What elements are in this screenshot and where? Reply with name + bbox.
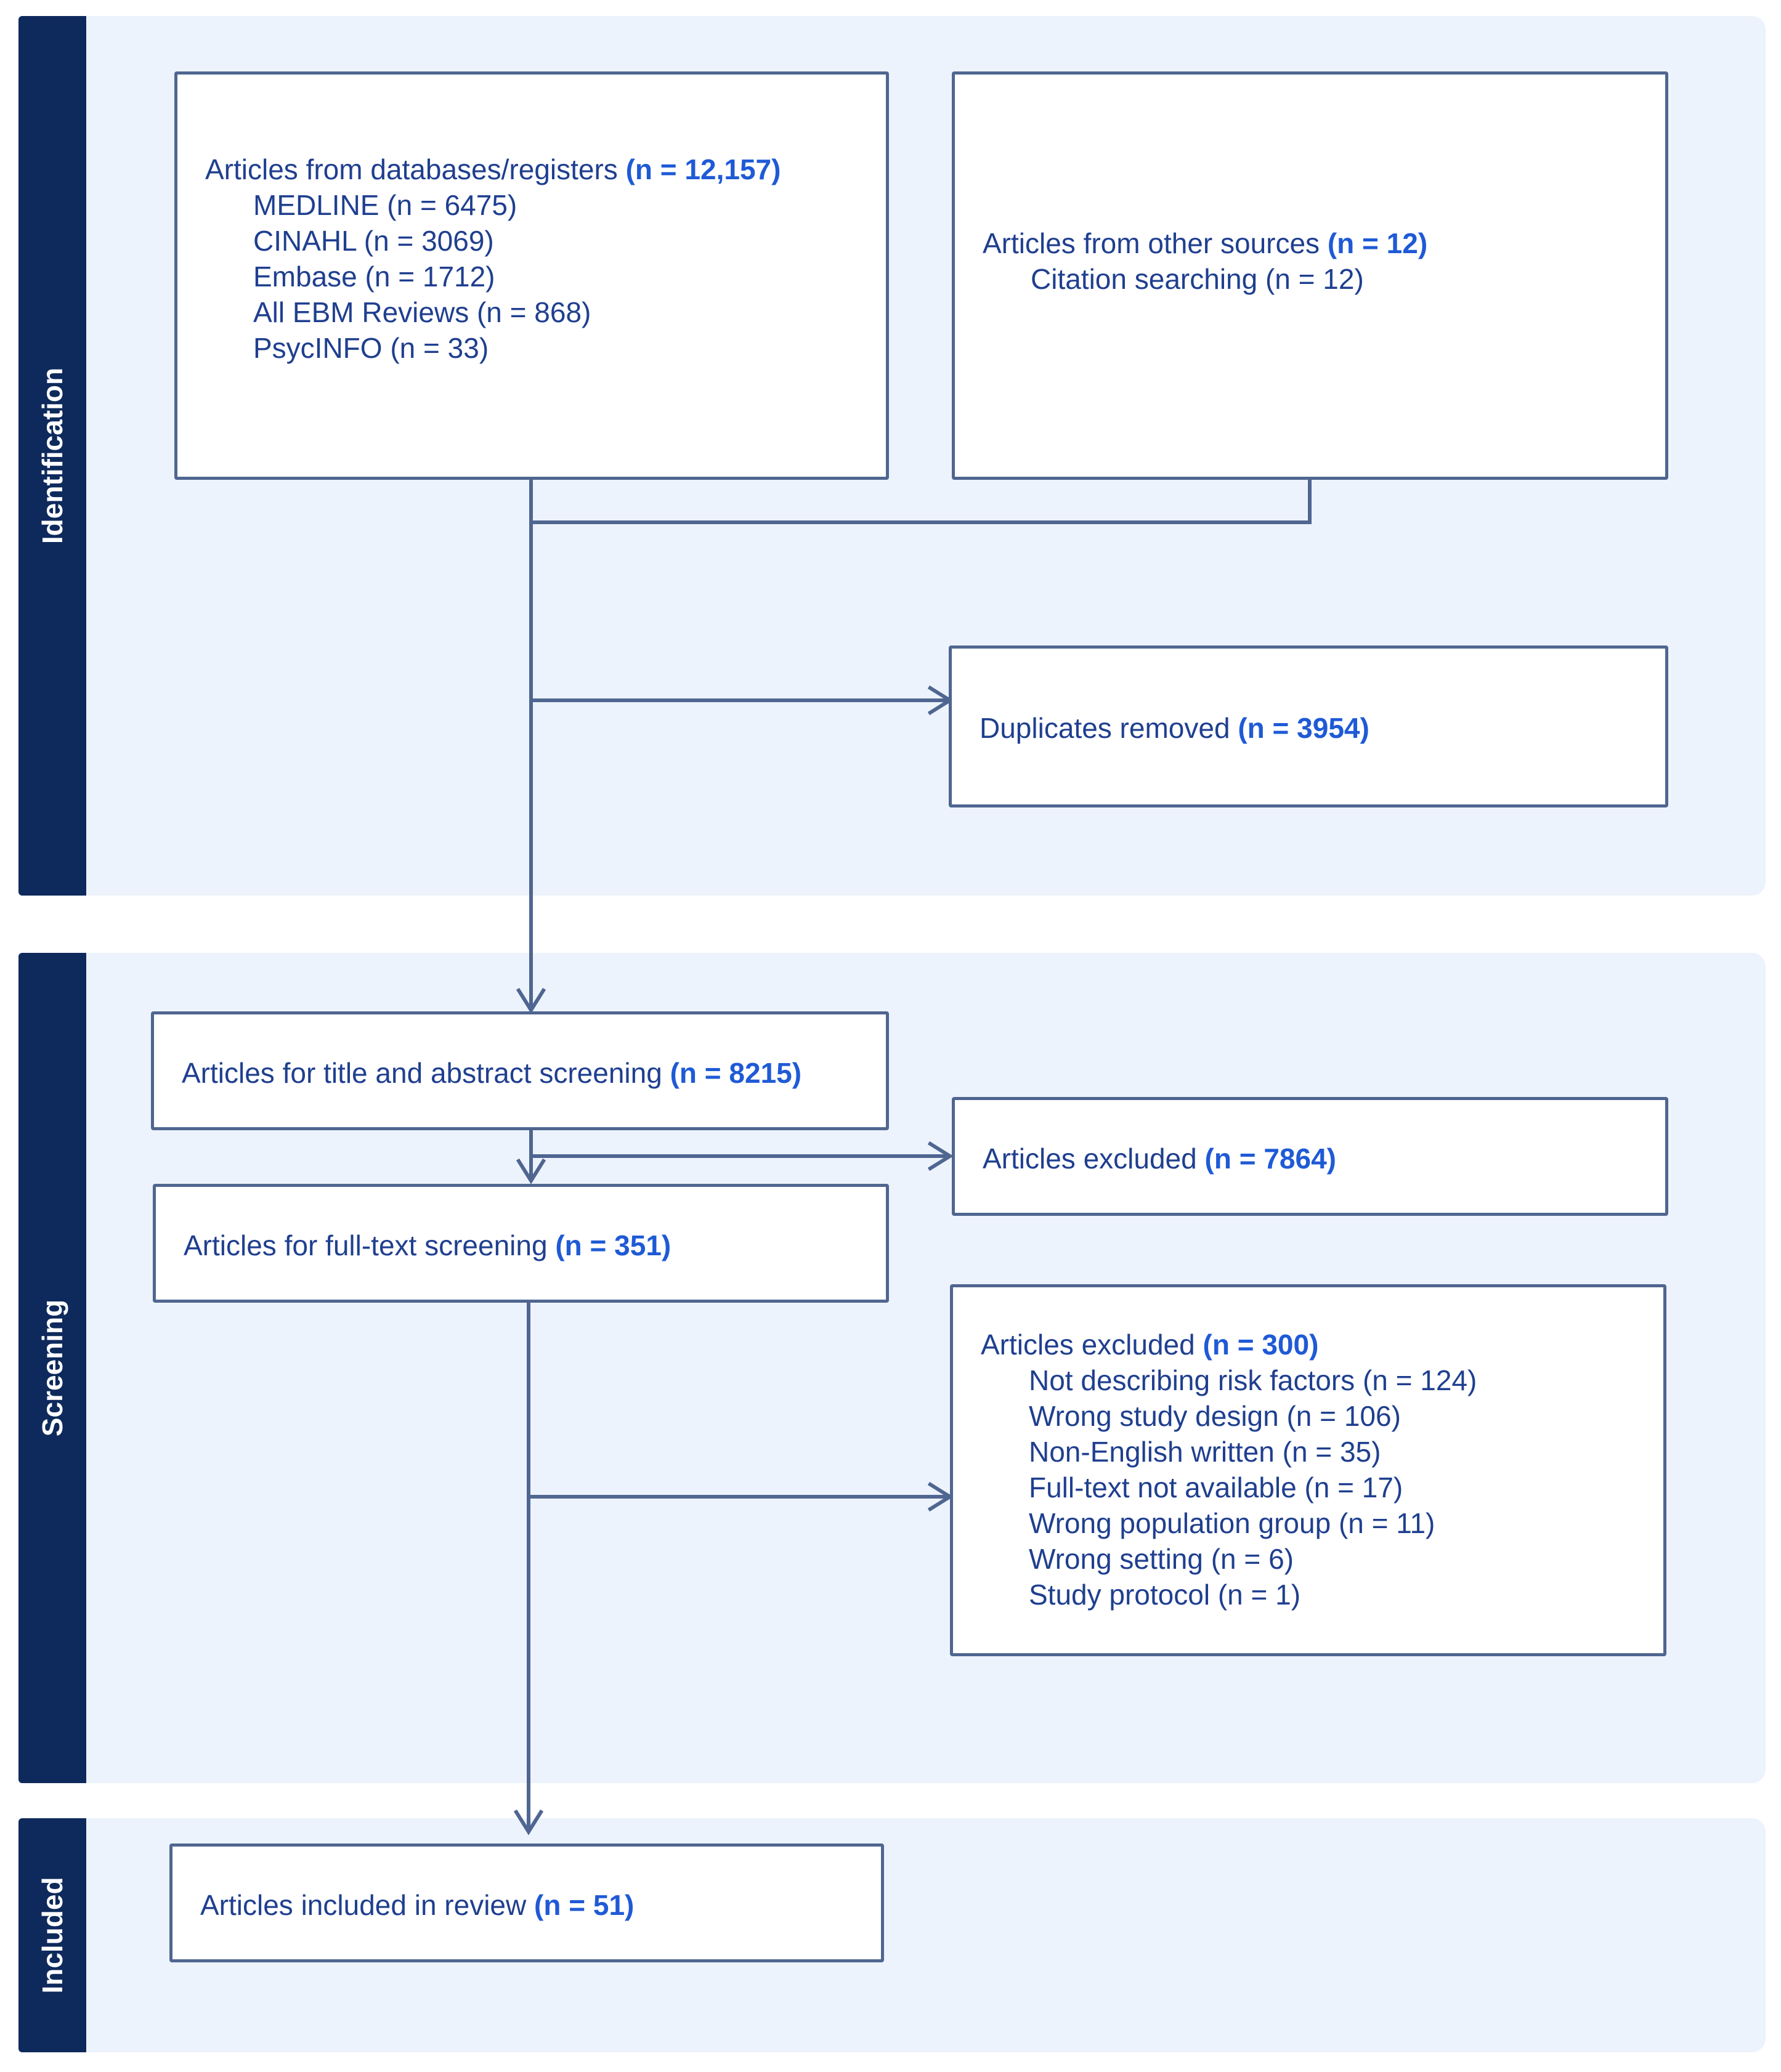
- exclusion-reason-item: Wrong population group (n = 11): [1029, 1507, 1435, 1539]
- database-item: CINAHL (n = 3069): [253, 225, 494, 257]
- title-abstract-heading: Articles for title and abstract screenin…: [182, 1055, 874, 1091]
- arrowhead-full-text: [516, 1158, 546, 1184]
- full-text-count: (n = 351): [555, 1229, 671, 1261]
- full-text-label: Articles for full-text screening: [184, 1229, 556, 1261]
- excluded-2-label: Articles excluded: [981, 1329, 1203, 1361]
- excluded-2-count: (n = 300): [1203, 1329, 1319, 1361]
- excluded-1-box: Articles excluded (n = 7864): [952, 1097, 1668, 1216]
- title-abstract-label: Articles for title and abstract screenin…: [182, 1057, 670, 1089]
- other-sources-count: (n = 12): [1327, 227, 1428, 259]
- database-item: Embase (n = 1712): [253, 261, 495, 293]
- screening-phase-bar: Screening: [18, 953, 86, 1783]
- title-abstract-box: Articles for title and abstract screenin…: [151, 1011, 889, 1130]
- exclusion-reason-item: Wrong setting (n = 6): [1029, 1543, 1294, 1575]
- exclusion-reason-item: Wrong study design (n = 106): [1029, 1400, 1401, 1432]
- exclusion-reason-item: Full-text not available (n = 17): [1029, 1471, 1403, 1503]
- full-text-heading: Articles for full-text screening (n = 35…: [184, 1228, 874, 1263]
- exclusion-reason-item: Not describing risk factors (n = 124): [1029, 1364, 1477, 1396]
- arrowhead-title-abstract: [516, 987, 546, 1014]
- excluded-1-heading: Articles excluded (n = 7864): [983, 1141, 1653, 1176]
- excluded-1-count: (n = 7864): [1204, 1143, 1337, 1175]
- excluded-1-label: Articles excluded: [983, 1143, 1205, 1175]
- duplicates-heading: Duplicates removed (n = 3954): [980, 710, 1653, 746]
- included-review-label: Articles included in review: [200, 1889, 535, 1921]
- database-item: PsycINFO (n = 33): [253, 332, 489, 364]
- database-item: MEDLINE (n = 6475): [253, 189, 517, 221]
- identification-phase-bar: Identification: [18, 16, 86, 896]
- included-review-heading: Articles included in review (n = 51): [200, 1887, 869, 1923]
- arrowhead-excluded-1: [927, 1141, 954, 1172]
- title-abstract-count: (n = 8215): [670, 1057, 802, 1089]
- merge-line-other-sources: [529, 476, 1312, 524]
- included-phase-bar: Included: [18, 1818, 86, 2052]
- other-sources-heading: Articles from other sources (n = 12): [983, 225, 1653, 261]
- databases-count: (n = 12,157): [625, 153, 781, 185]
- databases-heading: Articles from databases/registers (n = 1…: [205, 152, 874, 187]
- full-text-box: Articles for full-text screening (n = 35…: [153, 1184, 889, 1303]
- other-sources-label: Articles from other sources: [983, 227, 1328, 259]
- exclusion-reason-item: Non-English written (n = 35): [1029, 1436, 1381, 1468]
- databases-label: Articles from databases/registers: [205, 153, 626, 185]
- databases-box: Articles from databases/registers (n = 1…: [174, 71, 889, 480]
- included-review-box: Articles included in review (n = 51): [169, 1843, 884, 1962]
- excluded-2-box: Articles excluded (n = 300) Not describi…: [950, 1284, 1666, 1656]
- duplicates-box: Duplicates removed (n = 3954): [949, 645, 1668, 807]
- database-item: All EBM Reviews (n = 868): [253, 296, 591, 328]
- arrowhead-included: [513, 1809, 544, 1835]
- other-sources-box: Articles from other sources (n = 12) Cit…: [952, 71, 1668, 480]
- other-source-item: Citation searching (n = 12): [1031, 263, 1364, 295]
- duplicates-label: Duplicates removed: [980, 712, 1238, 744]
- excluded-2-heading: Articles excluded (n = 300): [981, 1327, 1651, 1362]
- exclusion-reason-item: Study protocol (n = 1): [1029, 1579, 1301, 1611]
- duplicates-count: (n = 3954): [1238, 712, 1369, 744]
- included-review-count: (n = 51): [534, 1889, 635, 1921]
